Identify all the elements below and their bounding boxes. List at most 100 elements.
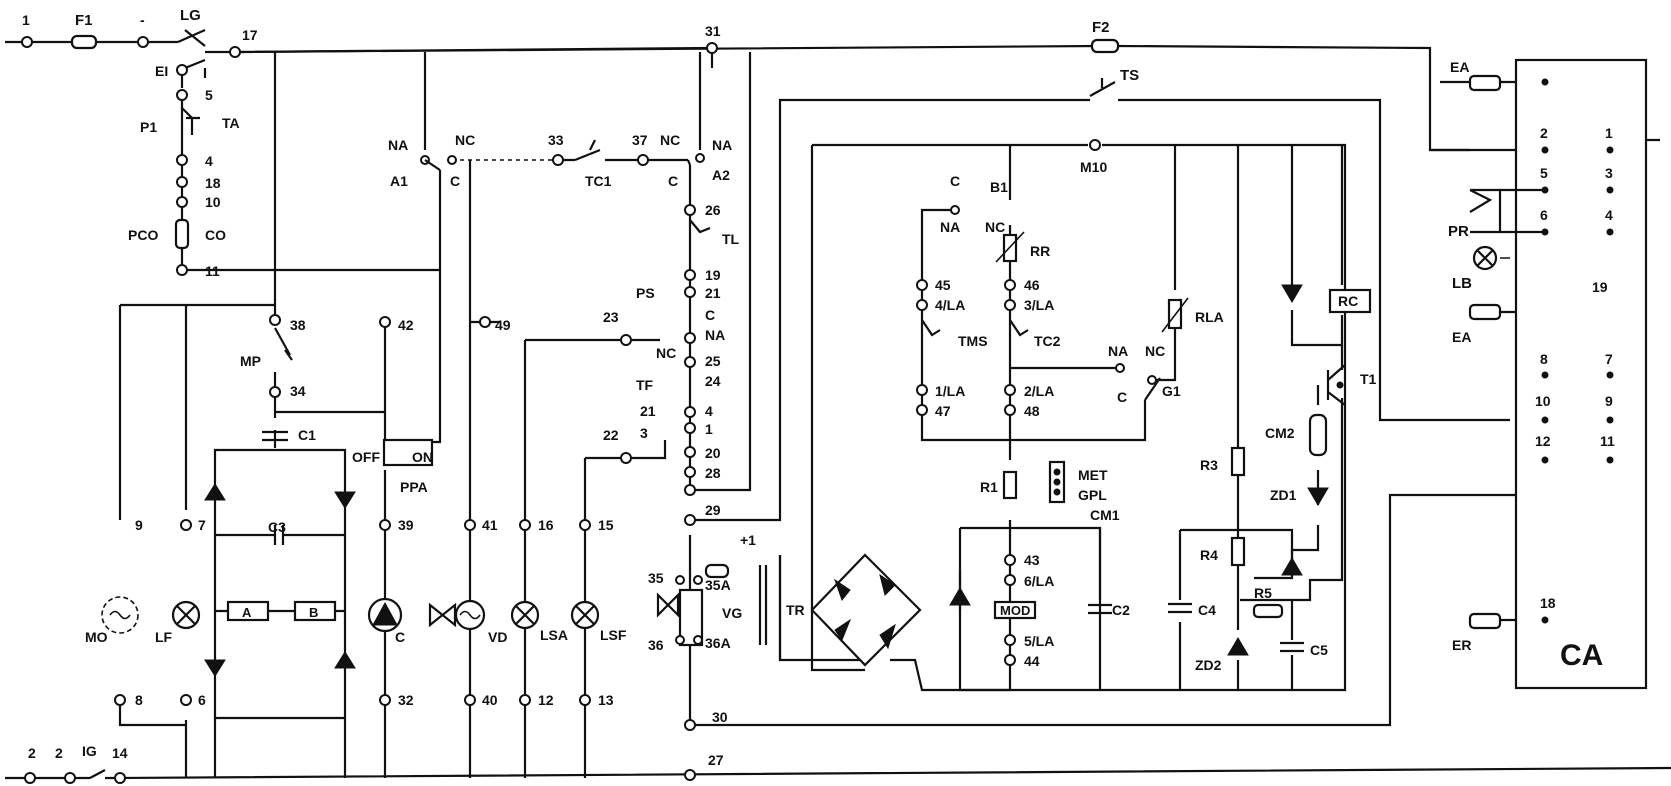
fuse-f1 [70,34,98,50]
resistor-r1 [1002,470,1018,500]
label-c1: C1 [298,427,316,443]
label-cm2: CM2 [1265,425,1295,441]
label-nc-a2: NC [660,132,680,148]
label-r3: R3 [1200,457,1218,473]
label-er: ER [1452,637,1471,653]
label-49: 49 [495,317,511,333]
label-6la: 6/LA [1024,573,1054,589]
label-pin8: 8 [1540,351,1548,367]
label-46: 46 [1024,277,1040,293]
label-mp: MP [240,353,261,369]
diode-rc [1281,284,1303,303]
label-vg: VG [722,605,742,621]
label-r5: R5 [1254,585,1272,601]
label-26: 26 [705,202,721,218]
switch-tc2 [1009,319,1029,337]
capacitor-c3 [215,525,345,545]
capacitor-c1 [262,430,288,442]
label-nc-g1: NC [1145,343,1165,359]
label-lsa: LSA [540,627,568,643]
label-f1: F1 [75,12,93,29]
label-c2: C2 [1112,602,1130,618]
label-18: 18 [205,175,221,191]
label-31: 31 [705,23,721,39]
electrode-ea-top [1468,74,1502,92]
label-ppa: PPA [400,479,428,495]
switch-lg [177,28,206,70]
label-ea-top: EA [1450,59,1469,75]
label-na-b1: NA [940,219,960,235]
label-n1: 1 [705,421,713,437]
label-13: 13 [598,692,614,708]
capacitor-c5 [1280,641,1304,653]
bridge-rectifier [810,553,922,667]
label-8: 8 [135,692,143,708]
label-38: 38 [290,317,306,333]
diode-bridge-1 [204,483,226,501]
control-unit-ca [1514,58,1648,690]
label-42: 42 [398,317,414,333]
label-rr: RR [1030,243,1050,259]
label-g1: G1 [1162,383,1181,399]
label-14: 14 [112,745,128,761]
label-pin6: 6 [1540,207,1548,223]
label-gpl: GPL [1078,487,1107,503]
label-pin9: 9 [1605,393,1613,409]
label-pin2: 2 [1540,125,1548,141]
selector-cm2 [1308,413,1328,457]
label-pin10: 10 [1535,393,1551,409]
label-c-b1: C [950,173,960,189]
label-met: MET [1078,467,1108,483]
label-20: 20 [705,445,721,461]
label-pr: PR [1448,223,1469,240]
label-t1: T1 [1360,371,1377,387]
fuse-f2 [1090,38,1120,54]
label-nc-ps: NC [656,345,676,361]
switch-ts [1089,78,1116,97]
label-2la: 2/LA [1024,383,1054,399]
label-n3: 3 [640,425,648,441]
label-41: 41 [482,517,498,533]
label-tf: TF [636,377,654,393]
label-tr: TR [786,602,805,618]
zener-zd1 [1307,487,1329,506]
label-pin18: 18 [1540,595,1556,611]
electrode-er [1468,612,1502,630]
label-ea-mid: EA [1452,329,1471,345]
label-pin7: 7 [1605,351,1613,367]
label-36: 36 [648,637,664,653]
contact-pco [174,218,190,250]
label-19: 19 [705,267,721,283]
label-c-a2: C [668,173,678,189]
label-34: 34 [290,383,306,399]
ppa-switch-box [382,438,434,467]
label-tc2: TC2 [1034,333,1061,349]
label-pin5: 5 [1540,165,1548,181]
label-tl: TL [722,231,740,247]
valve-vg [678,588,704,647]
label-p1: P1 [140,119,157,135]
switch-tl [689,219,711,234]
label-dash: - [140,12,145,28]
switch-mp [274,327,293,361]
label-1la: 1/LA [935,383,965,399]
label-12: 12 [538,692,554,708]
label-pin3: 3 [1605,165,1613,181]
label-23: 23 [603,309,619,325]
label-11: 11 [205,263,220,279]
label-32: 32 [398,692,414,708]
label-plus1: +1 [740,532,756,548]
label-nc-a1: NC [455,132,475,148]
label-43: 43 [1024,552,1040,568]
label-44: 44 [1024,653,1040,669]
diode-mod-line [949,587,971,606]
label-1: 1 [22,12,30,28]
resistor-r3 [1230,446,1246,477]
label-36a: 36A [705,635,731,651]
label-zd1: ZD1 [1270,487,1297,503]
switch-ig [89,769,106,779]
zener-zd2 [1227,637,1249,656]
label-r4: R4 [1200,547,1218,563]
label-nc-b1: NC [985,219,1005,235]
